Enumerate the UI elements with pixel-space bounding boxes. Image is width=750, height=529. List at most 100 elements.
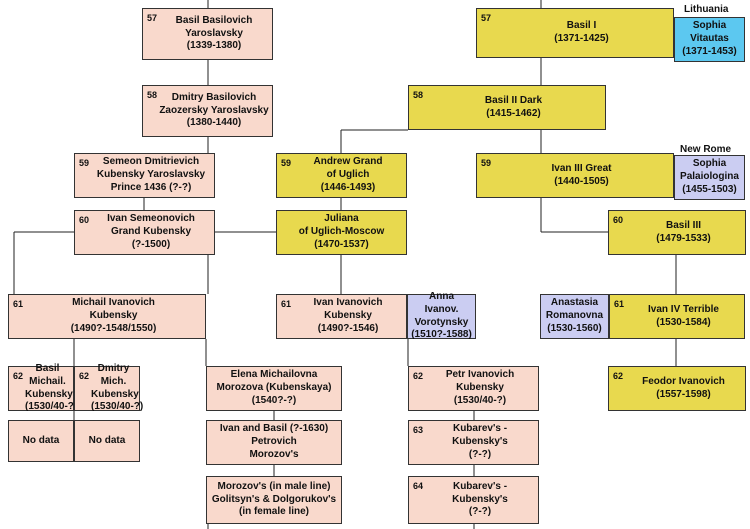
person-dates: (1540?-?) (251, 394, 297, 406)
person-dates: (1490?-1548/1550) (70, 322, 157, 334)
person-dates: (1371-1425) (554, 33, 609, 44)
person-name: Sophia Palaiologina (680, 158, 739, 183)
person-dates: (1530-1584) (656, 316, 711, 328)
person-name: Dmitry Mich. Kubensky (91, 362, 139, 400)
node-andrew-grand: 59 Andrew Grand of Uglich(1446-1493) (276, 153, 407, 198)
person-name: Andrew Grand of Uglich (313, 156, 383, 181)
node-juliana: Juliana of Uglich-Moscow(1470-1537) (276, 210, 407, 255)
person-dates: Prince 1436 (?-?) (110, 181, 192, 193)
node-sophia-vitautas: Sophia Vitautas(1371-1453) (674, 17, 745, 62)
node-ivan-basil-morozov: Ivan and Basil (?-1630) Petrovich Morozo… (206, 420, 342, 465)
generation-number: 60 (613, 215, 624, 225)
person-dates: (1479-1533) (656, 232, 711, 244)
person-dates: (1380-1440) (186, 117, 242, 129)
node-no-data-1: No data (8, 420, 74, 462)
node-anna-vorotynsky: Anna Ivanov. Vorotynsky(1510?-1588) (407, 290, 476, 341)
person-name: Kubarev's - Kubensky's (452, 423, 508, 448)
node-anastasia: Anastasia Romanovna(1530-1560) (540, 294, 609, 339)
generation-number: 62 (413, 371, 424, 381)
person-name: Kubarev's - Kubensky's (452, 480, 508, 505)
person-name: Anna Ivanov. Vorotynsky (414, 290, 469, 328)
lithuania-label: Lithuania (684, 4, 729, 15)
person-name: Juliana of Uglich-Moscow (298, 213, 385, 238)
person-name: Ivan and Basil (?-1630) Petrovich Morozo… (219, 423, 329, 460)
generation-number: 61 (281, 299, 292, 309)
node-ivan-semeonovich: 60 Ivan Semeonovich Grand Kubensky(?-1500… (74, 210, 215, 255)
node-semeon-kubensky: 59 Semeon Dmitrievich Kubensky Yaroslavsk… (74, 153, 215, 198)
person-dates: (1470-1537) (314, 238, 369, 250)
person-dates: (1510?-1588) (411, 329, 472, 341)
person-name: Michail Ivanovich Kubensky (72, 297, 155, 322)
person-name: Dmitry Basilovich Zaozersky Yaroslavsky (159, 91, 269, 116)
person-name: Anastasia Romanovna (545, 297, 604, 322)
generation-number: 59 (79, 158, 90, 168)
person-dates: (1490?-1546) (317, 322, 379, 334)
node-ivan-iv: 61 Ivan IV Terrible(1530-1584) (609, 294, 745, 339)
person-name: Feodor Ivanovich (642, 375, 725, 387)
person-name: Morozov's (in male line) Golitsyn's & Do… (211, 480, 337, 518)
generation-number: 62 (79, 371, 90, 381)
generation-number: 57 (147, 13, 158, 23)
node-basil-ii: 58 Basil II Dark(1415-1462) (408, 85, 606, 130)
new-rome-label: New Rome (680, 144, 732, 155)
node-elena-morozova: Elena Michailovna Morozova (Kubenskaya)(… (206, 366, 342, 411)
generation-number: 60 (79, 215, 90, 225)
person-dates: (1455-1503) (682, 183, 737, 195)
generation-number: 59 (481, 158, 492, 168)
person-name: Basil III (665, 219, 701, 231)
generation-number: 62 (13, 371, 24, 381)
generation-number: 57 (481, 13, 492, 23)
generation-number: 58 (147, 90, 158, 100)
person-dates: (?-?) (468, 448, 492, 460)
person-name: No data (88, 434, 126, 446)
node-ivan-iii: 59 Ivan III Great(1440-1505) (476, 153, 674, 198)
person-dates: (?-1500) (131, 238, 171, 250)
person-name: Basil Michail. Kubensky (25, 362, 73, 400)
person-dates: (1440-1505) (554, 175, 609, 187)
person-dates: (?-?) (468, 506, 492, 518)
person-name: No data (22, 434, 60, 446)
person-dates: (1371-1453) (682, 45, 737, 57)
person-name: Ivan Semeonovich Grand Kubensky (107, 213, 195, 238)
person-dates: (1339-1380) (186, 40, 242, 52)
person-name: Basil II Dark (484, 94, 543, 106)
person-dates: (1530/40-?) (453, 394, 507, 406)
node-morozovs-line: Morozov's (in male line) Golitsyn's & Do… (206, 476, 342, 524)
generation-number: 59 (281, 158, 292, 168)
generation-number: 63 (413, 425, 424, 435)
node-feodor: 62 Feodor Ivanovich(1557-1598) (608, 366, 746, 411)
person-dates: (1557-1598) (656, 388, 711, 400)
generation-number: 61 (614, 299, 625, 309)
node-basil-iii: 60 Basil III(1479-1533) (608, 210, 746, 255)
person-dates: (1446-1493) (320, 181, 376, 193)
node-no-data-2: No data (74, 420, 140, 462)
person-dates: (1530/40-?) (25, 401, 78, 413)
person-dates: (1530-1560) (547, 322, 602, 334)
node-basil-yaroslavsky: 57 Basil Basilovich Yaroslavsky(1339-1380… (142, 8, 273, 60)
person-name: Basil Basilovich Yaroslavsky (175, 14, 253, 39)
person-name: Sophia Vitautas (690, 20, 729, 45)
generation-number: 64 (413, 481, 424, 491)
person-name: Basil I (566, 20, 597, 32)
person-dates: (1415-1462) (486, 107, 541, 119)
node-kubarev-63: 63 Kubarev's - Kubensky's(?-?) (408, 420, 539, 465)
person-name: Ivan IV Terrible (648, 303, 719, 315)
person-dates: (1530/40-?) (91, 401, 144, 413)
person-name: Ivan Ivanovich Kubensky (313, 297, 383, 322)
node-kubarev-64: 64 Kubarev's - Kubensky's(?-?) (408, 476, 539, 524)
person-name: Elena Michailovna Morozova (Kubenskaya) (216, 369, 332, 394)
generation-number: 62 (613, 371, 624, 381)
node-ivan-ivanovich: 61 Ivan Ivanovich Kubensky(1490?-1546) (276, 294, 407, 339)
person-name: Ivan III Great (551, 162, 612, 174)
generation-number: 58 (413, 90, 424, 100)
node-sophia-palaiologina: Sophia Palaiologina(1455-1503) (674, 155, 745, 200)
person-name: Semeon Dmitrievich Kubensky Yaroslavsky (96, 156, 206, 181)
